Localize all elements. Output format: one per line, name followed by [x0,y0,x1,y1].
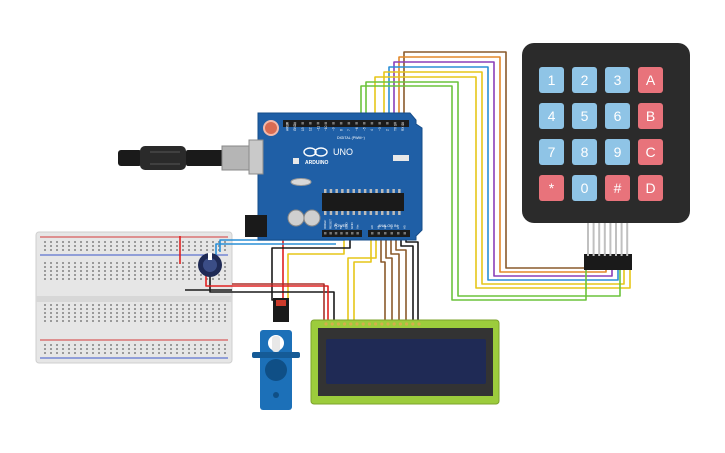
digital-header [283,120,409,127]
digital-pin-label: 2 [386,129,390,131]
arduino-brand: ARDUINO [305,160,328,166]
wire-servo-signal [287,236,345,300]
digital-pin-label: ~5 [363,127,367,131]
wire-lcd-d5 [400,240,414,323]
wire-lcd-rs [347,240,377,323]
keypad-key-6[interactable]: 6 [605,103,630,129]
digital-pin-label: TX 1 [393,124,397,131]
keypad-key-0[interactable]: 0 [572,175,597,201]
digital-pin-label: RX 0 [401,124,405,131]
keypad-key-label: 4 [548,108,556,124]
power-pin-label: RESET [328,219,332,229]
digital-pin-label: 4 [370,129,374,131]
power-pin-label: 5V [339,225,343,229]
analog-pin-label: A1 [377,225,381,229]
wire-keypad-7 [365,81,621,297]
digital-pin-label: ~6 [355,127,359,131]
analog-pin-label: A5 [403,225,407,229]
atmega-chip [322,193,404,211]
keypad-key-label: 8 [581,144,589,160]
power-pin-label: GND [345,222,349,230]
digital-pin-label: 7 [347,129,351,131]
infinity-logo-icon [303,147,328,157]
wire-pot-red [205,276,329,323]
digital-pin-label: AREF [286,122,290,131]
keypad-key-A[interactable]: A [638,67,663,93]
breadboard [35,231,233,364]
keypad-key-*[interactable]: * [539,175,564,201]
wire-keypad-5 [383,71,625,285]
digital-pin-label: ~11 [316,126,320,131]
keypad-key-D[interactable]: D [638,175,663,201]
wire-keypad-6 [374,76,631,289]
keypad-key-1[interactable]: 1 [539,67,564,93]
analog-pin-label: A0 [370,225,374,229]
keypad-key-label: B [646,108,655,124]
wire-lcd-contrast [232,283,325,323]
servo-motor-icon [252,298,300,410]
keypad-key-9[interactable]: 9 [605,139,630,165]
lcd-display [310,319,500,405]
wire-lcd-d2 [385,240,393,323]
keypad-key-label: 2 [581,72,589,88]
power-pin-label: Vin [355,224,359,229]
digital-pin-label: 13 [301,127,305,131]
keypad-key-label: 7 [548,144,556,160]
potentiometer-knob-icon[interactable] [198,253,222,277]
keypad-key-label: * [549,180,555,196]
keypad-key-8[interactable]: 8 [572,139,597,165]
analog-label: ANALOG IN [378,224,398,228]
keypad-key-label: 3 [614,72,622,88]
wire-lcd-d1 [380,240,386,323]
digital-pin-label: GND [293,123,297,131]
keypad-key-#[interactable]: # [605,175,630,201]
wire-lcd-d4 [395,240,407,323]
keypad-key-2[interactable]: 2 [572,67,597,93]
keypad-key-label: 0 [581,180,589,196]
keypad-key-B[interactable]: B [638,103,663,129]
keypad-key-label: 1 [548,72,556,88]
keypad-key-label: 9 [614,144,622,160]
power-pin-label: GND [350,222,354,230]
analog-header [368,230,410,237]
wire-lcd-en [353,240,372,323]
analog-pin-label: A3 [390,225,394,229]
arduino-model: UNO [333,147,353,157]
analog-pin-label: A4 [396,225,400,229]
keypad-4x4: 1 2 3 A 4 5 6 B 7 8 9 C * 0 # D [522,43,690,270]
keypad-key-7[interactable]: 7 [539,139,564,165]
keypad-key-label: 5 [581,108,589,124]
wire-lcd-d6 [405,240,419,323]
keypad-key-4[interactable]: 4 [539,103,564,129]
reset-button[interactable] [263,120,279,136]
digital-pin-label: 8 [339,129,343,131]
digital-pin-label: 12 [309,127,313,131]
keypad-key-C[interactable]: C [638,139,663,165]
digital-label: DIGITAL (PWM~) [337,136,365,140]
usb-cable-icon [118,145,257,171]
wire-keypad-8 [360,85,587,301]
power-pin-label: IOREF [323,220,327,229]
digital-pin-label: ~10 [324,125,328,131]
wire-pot-black [209,276,335,323]
keypad-key-3[interactable]: 3 [605,67,630,93]
keypad-key-label: D [645,180,655,196]
keypad-key-label: C [645,144,655,160]
keypad-key-label: # [614,180,622,196]
digital-pin-label: ~3 [378,127,382,131]
wire-lcd-d3 [390,240,400,323]
keypad-key-label: 6 [614,108,622,124]
keypad-key-5[interactable]: 5 [572,103,597,129]
power-pin-label: 3.3V [334,223,338,229]
keypad-key-label: A [646,72,656,88]
keypad-connector [584,254,632,270]
power-label: POWER [334,224,348,228]
analog-pin-label: A2 [383,225,387,229]
digital-pin-label: ~9 [332,127,336,131]
